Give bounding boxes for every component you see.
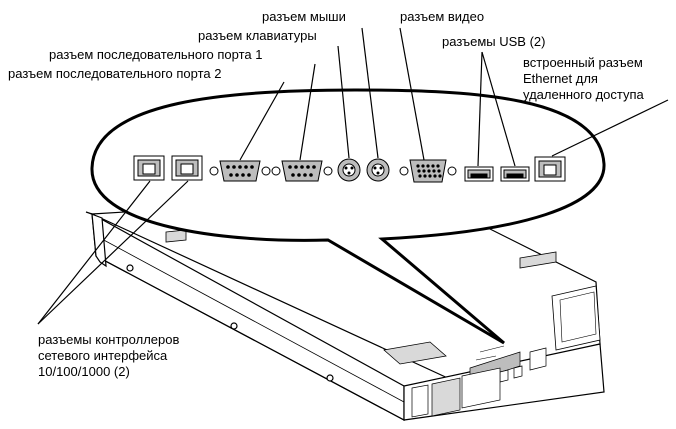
chassis-front-bezel [85,211,107,268]
leader-nic-2 [37,180,189,325]
leader-keyboard [337,45,350,159]
db9-serial-port-icon [271,160,333,182]
ps2-port-icon [337,158,361,182]
leader-nic-1 [37,180,151,325]
video-connector-label: разъем видео [400,9,485,24]
nic-label-line-3: 10/100/1000 (2) [38,364,130,379]
leader-mouse [361,27,379,159]
leader-ethernet-remote [551,99,669,157]
leader-video [399,27,425,161]
top-panel-shade-2 [383,341,447,365]
server-chassis [85,193,605,421]
callout-bubble [90,88,606,345]
usb-connectors-label: разъемы USB (2) [442,34,546,49]
ethernet-remote-line-1: встроенный разъем [523,55,643,70]
leader-usb-2 [481,51,516,167]
leader-lines [37,27,669,325]
vga-port-icon [399,159,457,183]
keyboard-connector-label: разъем клавиатуры [198,28,317,43]
leader-serial-1 [299,63,316,161]
ethernet-remote-line-2: Ethernet для [523,71,598,86]
nic-connectors-label: разъемы контроллеров сетевого интерфейса… [38,332,179,380]
rj45-port-icon [534,156,566,182]
top-panel-shade-3 [519,251,557,269]
ps2-port-icon [366,158,390,182]
rj45-port-icon [171,155,203,181]
connector-row [133,155,566,183]
leader-usb-1 [477,51,483,167]
mouse-connector-label: разъем мыши [262,9,346,24]
usb-port-icon [464,166,494,182]
serial-port-2-label: разъем последовательного порта 2 [8,66,222,81]
leader-serial-2 [239,81,285,161]
serial-port-1-label: разъем последовательного порта 1 [49,47,263,62]
db9-serial-port-icon [209,160,271,182]
rj45-port-icon [133,155,165,181]
top-panel-shade-1 [165,229,187,243]
usb-port-icon [500,166,530,182]
ethernet-remote-line-3: удаленного доступа [523,87,644,102]
nic-label-line-2: сетевого интерфейса [38,348,168,363]
nic-label-line-1: разъемы контроллеров [38,332,180,347]
ethernet-remote-access-label: встроенный разъем Ethernet для удаленног… [523,55,644,103]
